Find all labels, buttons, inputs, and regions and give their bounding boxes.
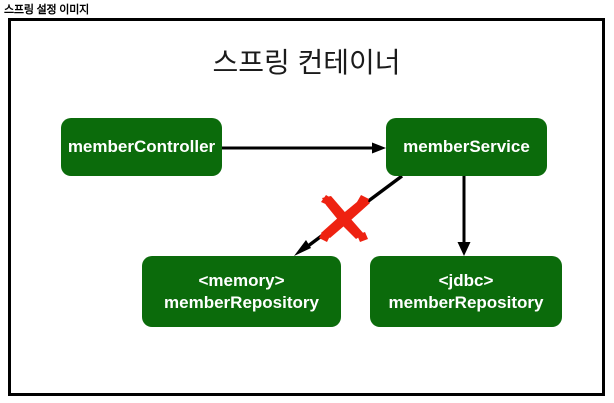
page-title: 스프링 설정 이미지 — [4, 4, 90, 16]
node-label-line1: memberService — [403, 137, 530, 157]
diagram-frame: 스프링 컨테이너 — [8, 18, 605, 396]
node-label-line1: <jdbc> — [438, 270, 494, 290]
node-member-service[interactable]: memberService — [386, 118, 547, 176]
node-label-line2: memberRepository — [164, 292, 319, 312]
node-label-line1: <memory> — [198, 270, 285, 290]
diagram-title: 스프링 컨테이너 — [212, 47, 401, 78]
node-member-controller[interactable]: memberController — [61, 118, 222, 176]
node-label-line1: memberController — [67, 137, 216, 157]
node-memory-member-repository[interactable]: <memory> memberRepository — [142, 256, 341, 327]
node-label-line2: memberRepository — [388, 292, 544, 312]
node-jdbc-member-repository[interactable]: <jdbc> memberRepository — [370, 256, 562, 327]
